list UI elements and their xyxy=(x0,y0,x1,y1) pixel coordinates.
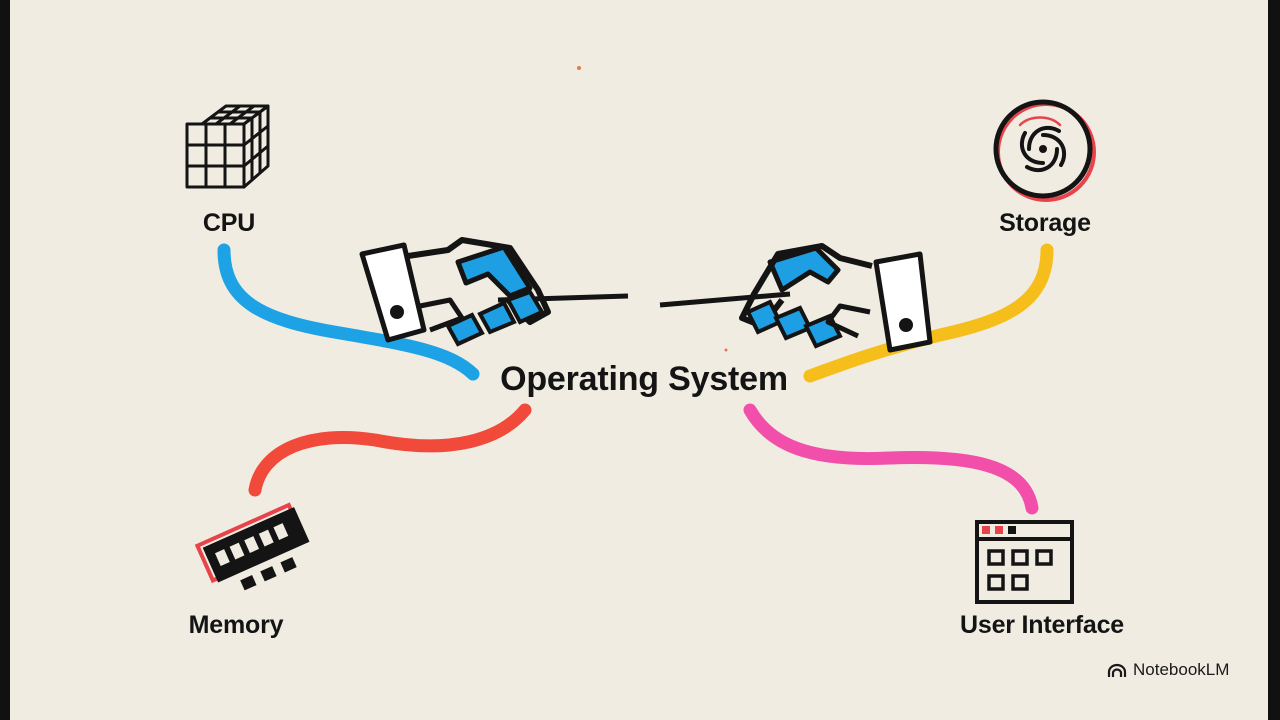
node-label-storage: Storage xyxy=(999,209,1091,237)
brand-watermark: NotebookLM xyxy=(1107,660,1229,680)
node-label-user-interface: User Interface xyxy=(960,611,1124,639)
connector-storage xyxy=(803,243,1054,383)
connector-ui xyxy=(743,403,1039,515)
brand-name: NotebookLM xyxy=(1133,660,1230,679)
hands-pulling-rope-icon xyxy=(359,237,933,353)
diagram-graphics xyxy=(185,66,1096,604)
node-label-cpu: CPU xyxy=(202,209,256,237)
right-hand xyxy=(739,243,933,353)
connector-cpu xyxy=(217,243,480,381)
speck-dot xyxy=(577,66,581,70)
connector-memory xyxy=(248,403,532,497)
node-label-memory: Memory xyxy=(188,611,284,639)
diagram-canvas: Operating System CPU Storage Memory User… xyxy=(10,0,1268,720)
cube-grid-icon xyxy=(185,104,270,189)
app-window-icon xyxy=(975,520,1074,604)
speck-dot xyxy=(724,348,728,352)
center-label-operating-system: Operating System xyxy=(500,360,788,398)
notebooklm-logo-icon xyxy=(1107,663,1127,677)
disk-spiral-icon xyxy=(993,99,1096,202)
left-hand xyxy=(359,237,551,347)
memory-chip-icon xyxy=(194,502,310,591)
